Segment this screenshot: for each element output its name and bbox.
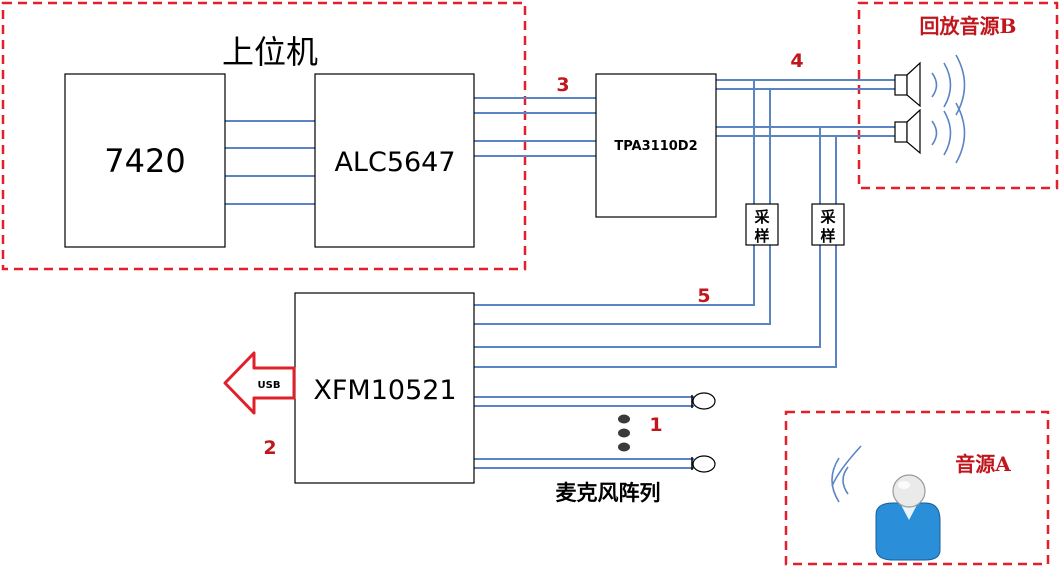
- codec-label: ALC5647: [334, 147, 455, 178]
- amplifier-block: [595, 73, 717, 218]
- speaker-bottom-icon: [894, 102, 966, 164]
- playback-source-title: 回放音源B: [920, 14, 1017, 38]
- marker-1: 1: [649, 414, 662, 436]
- mic-array-label: 麦克风阵列: [556, 481, 661, 505]
- usb-arrow-icon: [223, 351, 296, 415]
- marker-4: 4: [790, 50, 803, 72]
- processor-label: XFM10521: [313, 375, 456, 406]
- sound-source-group-border: [784, 410, 1050, 566]
- playback-group-border: [857, 1, 1059, 190]
- bus-7420-alc5647: [225, 120, 315, 205]
- speaker-top-icon: [894, 54, 966, 116]
- chip-7420-block: [64, 73, 226, 248]
- person-speaker-icon: [831, 445, 941, 561]
- amplifier-label: TPA3110D2: [614, 139, 697, 154]
- sampling-box-left: [745, 203, 779, 246]
- codec-block: [314, 73, 475, 248]
- host-pc-group-border: [1, 1, 527, 271]
- bus-amplifier-speakers: [716, 79, 895, 137]
- microphone-bottom-icon: [691, 455, 716, 473]
- host-pc-title: 上位机: [222, 33, 318, 71]
- bus-alc5647-amplifier: [474, 97, 596, 157]
- sampling-taps: [753, 80, 837, 367]
- ellipsis-dots-icon: [618, 414, 630, 452]
- chip-7420-label: 7420: [104, 142, 185, 180]
- sampling-box-right: [811, 203, 845, 246]
- microphone-top-icon: [691, 392, 716, 410]
- sampling-right-char-1: 采: [819, 208, 836, 226]
- sampling-right-char-2: 样: [820, 227, 835, 245]
- bus-mic-array: [474, 396, 694, 469]
- marker-5: 5: [697, 285, 710, 307]
- marker-2: 2: [263, 437, 276, 459]
- usb-label: USB: [258, 380, 281, 391]
- marker-3: 3: [556, 74, 569, 96]
- sound-source-title: 音源A: [955, 452, 1011, 476]
- sampling-left-char-2: 样: [754, 227, 769, 245]
- sampling-left-char-1: 采: [753, 208, 770, 226]
- bus-reference-xfm: [474, 304, 837, 368]
